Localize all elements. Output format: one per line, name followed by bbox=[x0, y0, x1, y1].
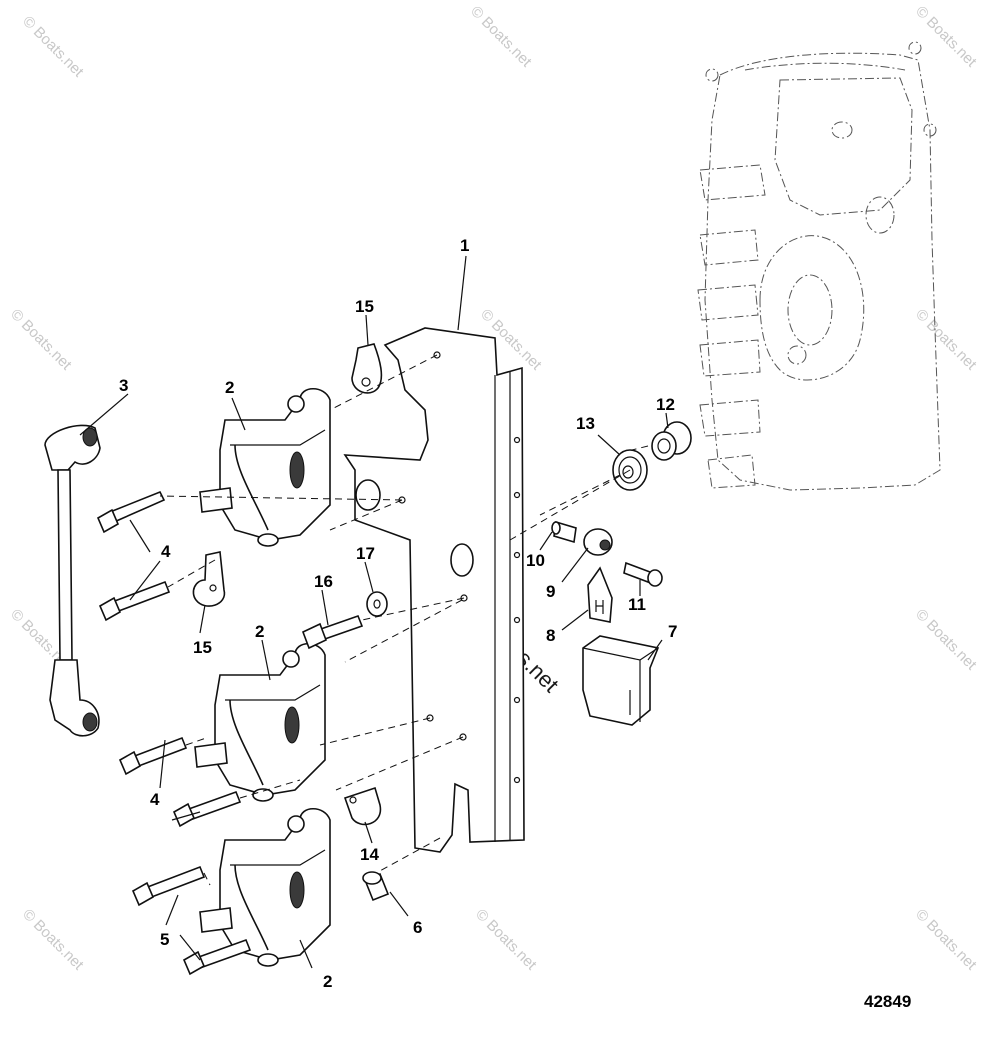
callout-10: 10 bbox=[526, 551, 545, 570]
callout-4: 4 bbox=[150, 790, 160, 809]
ignition-coil-middle bbox=[194, 642, 326, 802]
relay-7 bbox=[582, 635, 660, 726]
watermark: © Boats.net bbox=[912, 3, 980, 71]
clip-8 bbox=[587, 566, 613, 623]
figure-number: 42849 bbox=[864, 992, 911, 1011]
assembly-lines bbox=[159, 354, 649, 886]
callout-11: 11 bbox=[628, 595, 646, 614]
bolt-4-lower bbox=[98, 580, 171, 622]
clamp-15-lower bbox=[192, 551, 226, 607]
callout-4: 4 bbox=[161, 542, 171, 561]
watermark: © Boats.net bbox=[912, 606, 980, 674]
bolt-16 bbox=[301, 614, 364, 650]
ignition-coil-bottom bbox=[199, 807, 331, 967]
watermark: © Boats.net bbox=[912, 906, 980, 974]
callout-6: 6 bbox=[413, 918, 422, 937]
callout-2: 2 bbox=[225, 378, 234, 397]
callout-2: 2 bbox=[255, 622, 264, 641]
bolt-5-upper bbox=[131, 865, 206, 907]
spark-plug-lead bbox=[44, 424, 101, 737]
bushing-12 bbox=[651, 421, 692, 461]
bolt-5-lower bbox=[182, 938, 252, 976]
watermark: © Boats.net bbox=[7, 306, 75, 374]
leader-lines bbox=[79, 255, 669, 969]
bolt-4-upper bbox=[96, 490, 166, 534]
callout-1: 1 bbox=[460, 236, 469, 255]
watermark: © Boats.net bbox=[472, 906, 540, 974]
callout-9: 9 bbox=[546, 582, 555, 601]
grommet-9 bbox=[583, 528, 613, 556]
callout-16: 16 bbox=[314, 572, 333, 591]
mounting-plate bbox=[343, 327, 525, 853]
watermark: © Boats.net bbox=[19, 13, 87, 81]
sleeve-10 bbox=[551, 520, 577, 544]
bolt-4-coil2a bbox=[118, 736, 188, 776]
callout-labels: 1 2 2 2 3 4 4 5 6 7 8 9 10 11 12 13 14 1… bbox=[119, 236, 911, 1011]
callout-14: 14 bbox=[360, 845, 379, 864]
engine-block-phantom bbox=[697, 41, 941, 491]
screw-11 bbox=[623, 561, 663, 587]
washer-17 bbox=[366, 591, 388, 617]
watermark: © Boats.net bbox=[912, 306, 980, 374]
callout-3: 3 bbox=[119, 376, 128, 395]
watermark: © Boats.net bbox=[467, 3, 535, 71]
callout-2: 2 bbox=[323, 972, 332, 991]
callout-5: 5 bbox=[160, 930, 169, 949]
callout-7: 7 bbox=[668, 622, 677, 641]
callout-15: 15 bbox=[355, 297, 374, 316]
callout-8: 8 bbox=[546, 626, 555, 645]
spacer-6 bbox=[362, 871, 390, 902]
clamp-14 bbox=[343, 786, 382, 826]
callout-13: 13 bbox=[576, 414, 595, 433]
callout-17: 17 bbox=[356, 544, 375, 563]
watermark: © Boats.net bbox=[19, 906, 87, 974]
ignition-coil-top bbox=[199, 387, 331, 547]
clamp-15-upper bbox=[351, 343, 383, 394]
callout-12: 12 bbox=[656, 395, 675, 414]
bolt-4-coil2b bbox=[172, 790, 242, 828]
callout-15: 15 bbox=[193, 638, 212, 657]
